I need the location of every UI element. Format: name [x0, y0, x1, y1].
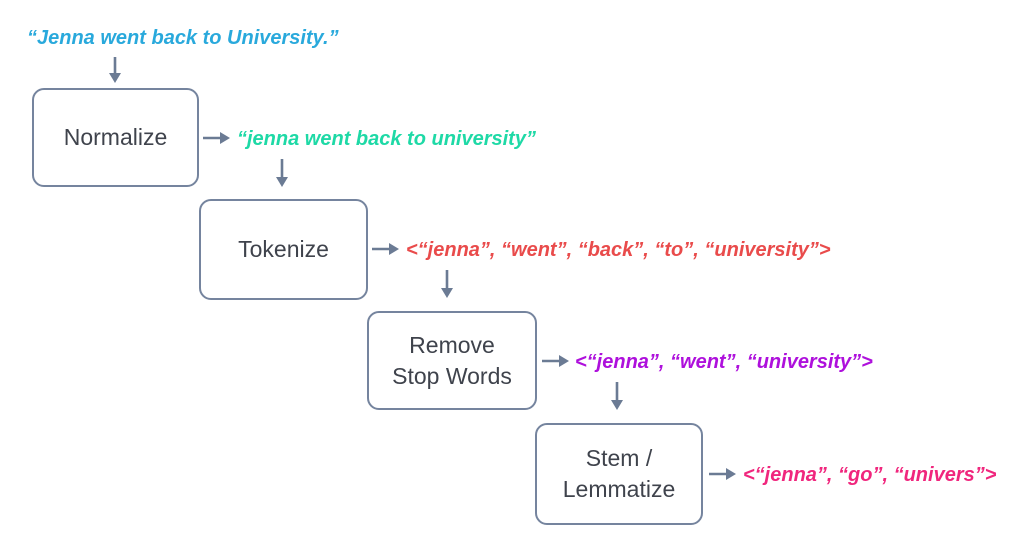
arrow-down-icon: [109, 57, 121, 83]
output-text-tokenize: <“jenna”, “went”, “back”, “to”, “univers…: [406, 239, 831, 261]
arrow-down-icon: [611, 382, 623, 410]
step-label-normalize: Normalize: [63, 124, 168, 150]
arrow-right-icon: [542, 355, 569, 367]
step-label-tokenize: Tokenize: [238, 236, 329, 262]
step-label-stem-lemmatize: Stem / Lemmatize: [562, 445, 676, 502]
arrow-down-icon: [276, 159, 288, 187]
output-text-normalize: “jenna went back to university”: [237, 128, 536, 150]
output-text-stem-lemmatize: <“jenna”, “go”, “univers”>: [743, 464, 997, 486]
arrow-down-icon: [441, 270, 453, 298]
arrow-right-icon: [709, 468, 736, 480]
step-label-remove-stop-words: Remove Stop Words: [392, 331, 512, 389]
output-text-remove-stop-words: <“jenna”, “went”, “university”>: [575, 351, 873, 373]
arrow-right-icon: [372, 243, 399, 255]
input-sentence-text: “Jenna went back to University.”: [27, 27, 339, 49]
step-box-normalize: Normalize: [32, 88, 199, 187]
step-box-tokenize: Tokenize: [199, 199, 368, 300]
step-box-stem-lemmatize: Stem / Lemmatize: [535, 423, 703, 525]
step-box-remove-stop-words: Remove Stop Words: [367, 311, 537, 410]
arrow-right-icon: [203, 132, 230, 144]
